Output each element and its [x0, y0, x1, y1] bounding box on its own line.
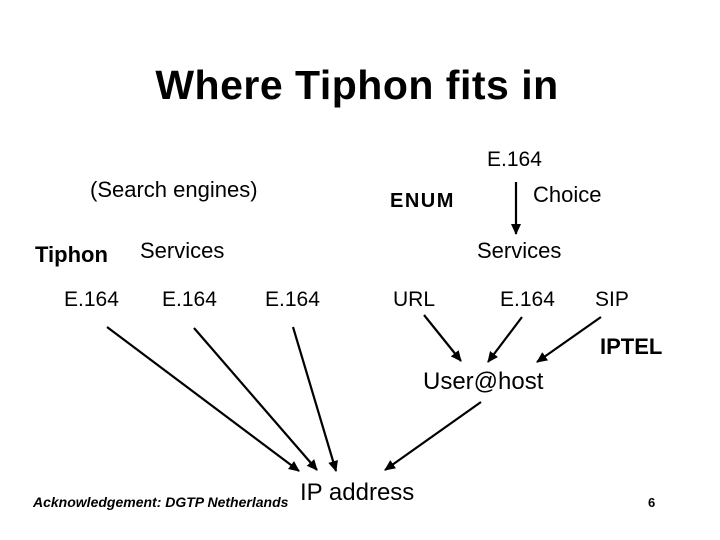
arrow-url-to-user-host: [423, 314, 462, 362]
label-e164-2: E.164: [162, 288, 217, 311]
slide-title: Where Tiphon fits in: [155, 62, 559, 108]
label-e164-1: E.164: [64, 288, 119, 311]
arrow-e164-2-to-ip-address: [193, 327, 318, 471]
arrow-user-host-to-ip-address: [384, 401, 482, 471]
footer-page-number: 6: [648, 495, 656, 510]
label-e164-top: E.164: [487, 148, 542, 171]
label-enum: ENUM: [390, 190, 455, 212]
label-e164-4: E.164: [500, 288, 555, 311]
label-choice: Choice: [533, 182, 602, 207]
label-services-tiphon: Services: [140, 238, 225, 263]
label-ip-address: IP address: [300, 479, 415, 506]
footer-acknowledgement: Acknowledgement: DGTP Netherlands: [33, 494, 289, 510]
arrow-sip-to-user-host: [536, 316, 602, 363]
label-sip: SIP: [595, 288, 629, 311]
arrow-e164-4-to-user-host: [487, 316, 523, 363]
label-iptel: IPTEL: [600, 334, 663, 359]
label-e164-3: E.164: [265, 288, 320, 311]
arrow-e164-1-to-ip-address: [106, 326, 300, 472]
label-user-host: User@host: [423, 368, 544, 395]
label-search-engines: (Search engines): [90, 177, 258, 202]
label-tiphon: Tiphon: [35, 242, 108, 267]
label-url: URL: [393, 288, 436, 311]
label-services-right: Services: [477, 238, 562, 263]
arrow-e164-3-to-ip-address: [291, 326, 338, 472]
